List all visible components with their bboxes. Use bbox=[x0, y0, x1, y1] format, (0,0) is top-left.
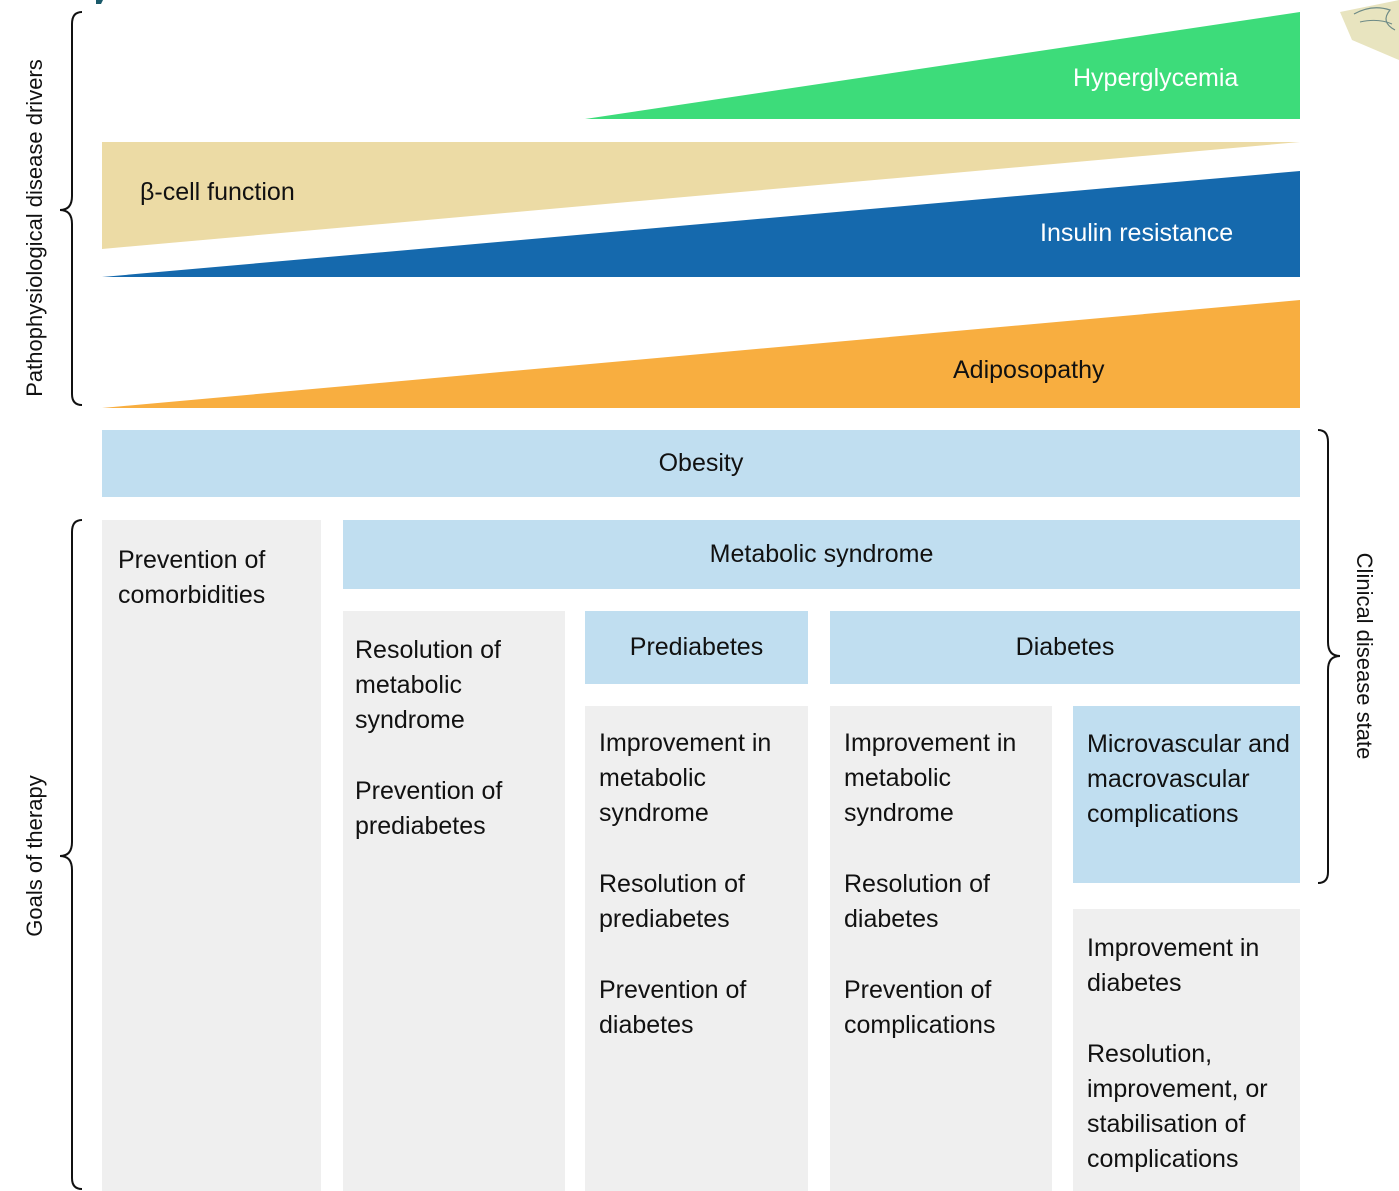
goals-brace bbox=[59, 519, 83, 1190]
goal-text: Resolution of metabolic syndrome bbox=[355, 636, 501, 734]
goals-label: Goals of therapy bbox=[22, 775, 47, 937]
goal-text: Resolution of diabetes bbox=[844, 870, 990, 933]
corner-decoration-icon bbox=[1340, 0, 1399, 60]
obesity-label: Obesity bbox=[658, 449, 744, 477]
insulin-resistance-label: Insulin resistance bbox=[1040, 219, 1234, 247]
goal-obesity-box: Prevention of comorbidities bbox=[102, 520, 321, 1191]
complications-label: Microvascular and macrovascular complica… bbox=[1087, 730, 1290, 828]
goal-text: Prevention of diabetes bbox=[599, 976, 747, 1039]
goal-metabolic-syndrome-box: Resolution of metabolic syndrome Prevent… bbox=[343, 611, 565, 1191]
drivers-brace bbox=[59, 11, 83, 406]
clinical-brace bbox=[1317, 429, 1341, 884]
hyperglycemia-wedge bbox=[585, 12, 1300, 119]
diabetes-label: Diabetes bbox=[1015, 633, 1115, 661]
obesity-box: Obesity bbox=[102, 430, 1300, 497]
metabolic-syndrome-label: Metabolic syndrome bbox=[709, 540, 934, 568]
goal-text: Improvement in metabolic syndrome bbox=[599, 729, 772, 827]
goal-text: Prevention of comorbidities bbox=[118, 546, 266, 609]
goal-diabetes-box: Improvement in metabolic syndrome Resolu… bbox=[830, 706, 1052, 1191]
goal-text: Prevention of prediabetes bbox=[355, 777, 503, 840]
pathophysiological-label: Pathophysiological disease drivers bbox=[22, 59, 47, 397]
diabetes-box: Diabetes bbox=[830, 611, 1300, 684]
beta-cell-wedge bbox=[102, 142, 1300, 249]
hyperglycemia-label: Hyperglycemia bbox=[1073, 64, 1239, 92]
insulin-resistance-wedge bbox=[102, 171, 1300, 277]
prediabetes-label: Prediabetes bbox=[629, 633, 764, 661]
clinical-label: Clinical disease state bbox=[1352, 552, 1377, 760]
goal-complications-box: Improvement in diabetes Resolution, impr… bbox=[1073, 909, 1300, 1191]
goal-text: Improvement in metabolic syndrome bbox=[844, 729, 1017, 827]
prediabetes-box: Prediabetes bbox=[585, 611, 808, 684]
adiposopathy-label: Adiposopathy bbox=[953, 356, 1105, 384]
complications-box: Microvascular and macrovascular complica… bbox=[1073, 706, 1300, 883]
header-fragment-icon bbox=[96, 0, 103, 4]
adiposopathy-wedge bbox=[102, 300, 1300, 408]
beta-cell-label: β-cell function bbox=[140, 178, 295, 206]
goal-text: Resolution of prediabetes bbox=[599, 870, 745, 933]
metabolic-syndrome-box: Metabolic syndrome bbox=[343, 520, 1300, 589]
goal-text: Prevention of complications bbox=[844, 976, 996, 1039]
goal-text: Improvement in diabetes bbox=[1087, 934, 1260, 997]
goal-prediabetes-box: Improvement in metabolic syndrome Resolu… bbox=[585, 706, 808, 1191]
goal-text: Resolution, improvement, or stabilisatio… bbox=[1087, 1040, 1268, 1173]
